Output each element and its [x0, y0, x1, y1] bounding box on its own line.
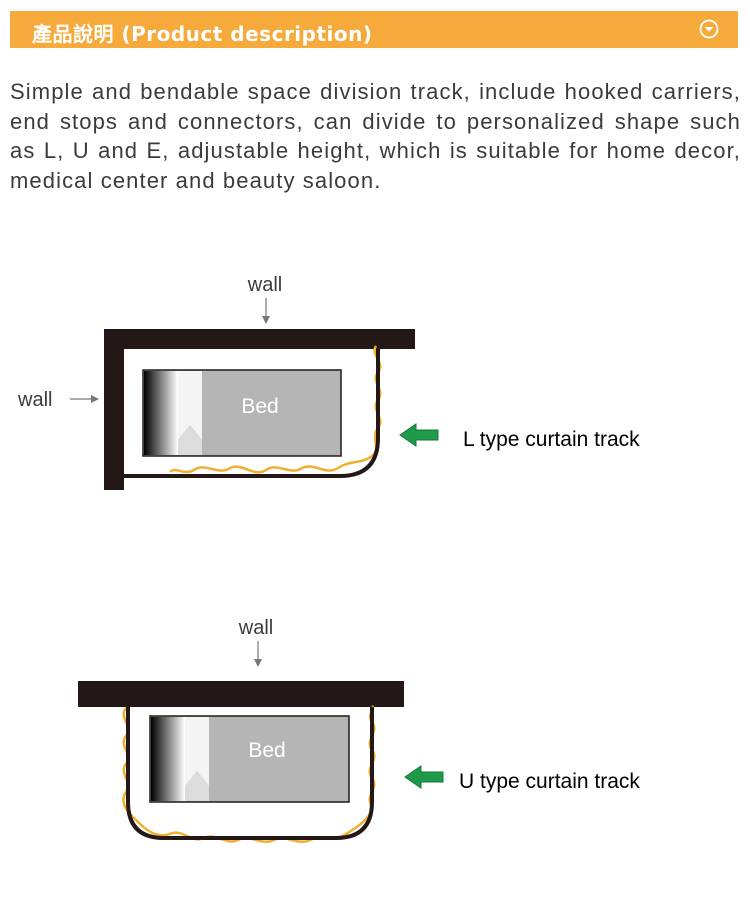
bed: Bed [149, 715, 350, 803]
u-type-diagram: wall Bed U type curtain track [78, 617, 640, 843]
green-arrow-icon [404, 765, 444, 789]
bed-label: Bed [241, 395, 278, 418]
left-wall [104, 329, 124, 490]
top-wall [104, 329, 415, 349]
track-label: U type curtain track [459, 770, 640, 793]
curtain-track [126, 707, 374, 840]
track-label: L type curtain track [463, 428, 640, 451]
green-arrow-icon [399, 423, 439, 447]
l-type-diagram: wall wall Bed L type curtain track [17, 274, 640, 490]
wall-left-arrow [70, 395, 99, 403]
wall-top-arrow [262, 298, 270, 324]
section-header: 產品說明 (Product description) [10, 11, 738, 48]
wall-top-arrow [254, 641, 262, 667]
product-description: Simple and bendable space division track… [10, 79, 741, 193]
top-wall [78, 681, 404, 707]
curtain-track [124, 349, 380, 478]
bed-label: Bed [248, 739, 285, 762]
bed: Bed [142, 369, 342, 457]
wall-top-label: wall [238, 617, 273, 639]
section-title: 產品說明 (Product description) [32, 22, 373, 46]
chevron-down-circle-icon[interactable] [699, 19, 719, 39]
wall-top-label: wall [247, 274, 282, 296]
wall-left-label: wall [17, 389, 52, 411]
